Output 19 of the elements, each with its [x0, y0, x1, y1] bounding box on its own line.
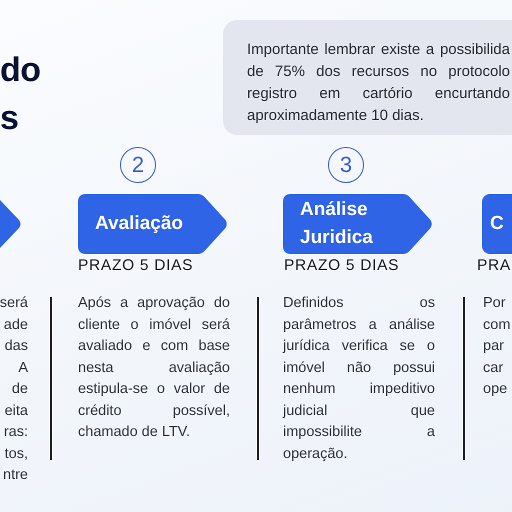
step-duration: PRAZO 5 DIAS: [284, 257, 400, 275]
step-arrow-tag: [283, 194, 433, 254]
step-title: C: [490, 212, 504, 236]
step-arrow-tag: [78, 194, 228, 254]
step-duration: PRAZO 5 DIAS: [78, 257, 194, 275]
step-description: Definidos os parâmetros a análise jurídica verifica se o imóvel não possui nenhum impeditivo judicial que impossibilite a operação.: [283, 294, 435, 464]
step-number-circle: [328, 147, 364, 183]
step-title: Avaliação: [95, 212, 184, 236]
step-title: Análise Juridica: [300, 198, 374, 250]
step-description: Após a aprovação do cliente o imóvel será avaliado e com base nesta avaliação estipula-se o valor de crédito possível, chamado de LTV.: [78, 294, 230, 442]
slide-title: do s: [0, 50, 41, 139]
step-duration: PRA: [477, 257, 511, 275]
step-description: será ade das A de eita ras: tos, ntre: [0, 294, 28, 485]
step-number: 2: [132, 153, 144, 177]
step-arrow-tag: [482, 194, 512, 254]
step-number-circle: [120, 147, 156, 183]
note-text: Importante lembrar existe a possibilida de 75% dos recursos no protocolo registro em cartório encurtando aproximadamente 10 dias.: [247, 40, 510, 126]
step-number: 3: [340, 153, 352, 177]
step-description: Por com par car ope: [483, 294, 510, 399]
